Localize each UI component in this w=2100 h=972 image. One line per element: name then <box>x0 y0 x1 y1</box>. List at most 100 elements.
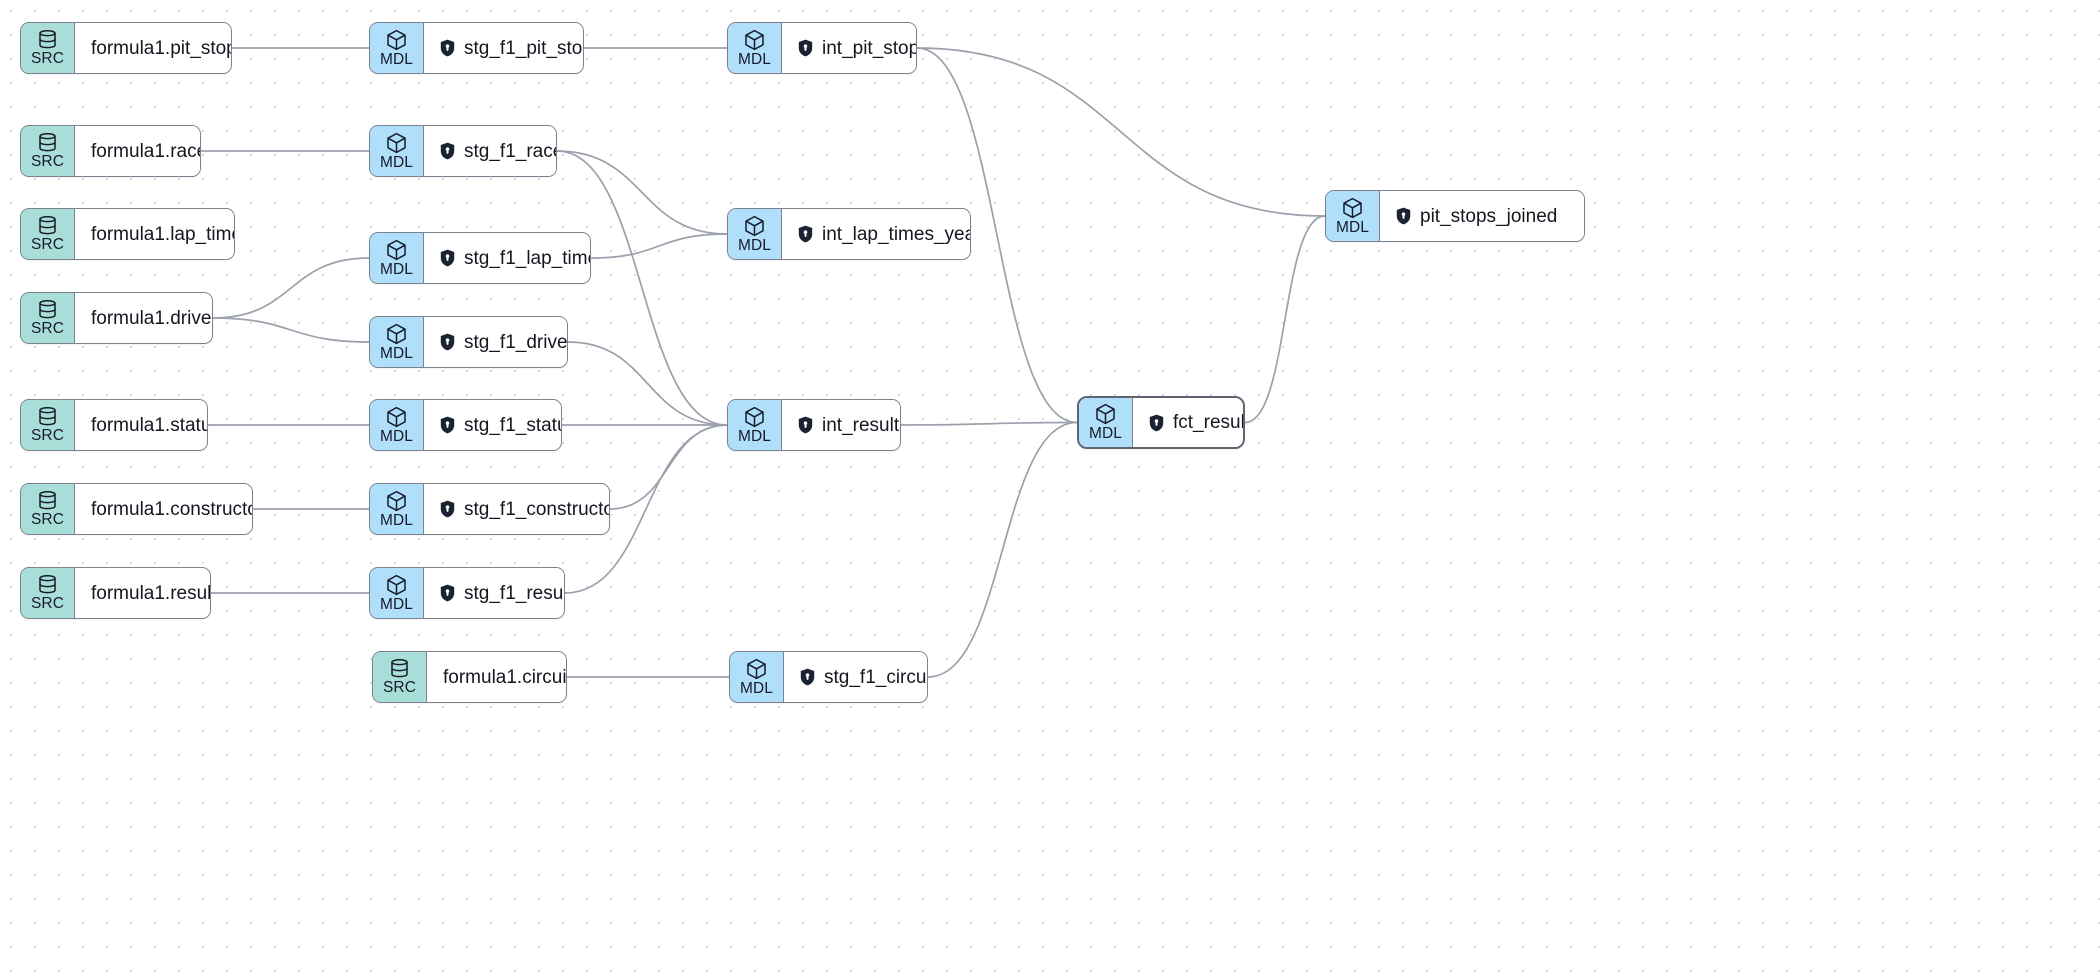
cube-icon <box>1096 404 1115 425</box>
cube-icon <box>387 406 406 427</box>
node-label: formula1.races <box>91 140 200 162</box>
graph-edge-stg_circuits-to-fct_results <box>927 421 1078 678</box>
node-body: stg_f1_lap_times <box>424 233 590 283</box>
node-type-badge-mdl: MDL <box>370 568 424 618</box>
node-type-badge-label: MDL <box>739 679 774 697</box>
cube-icon <box>745 215 764 236</box>
graph-node-fct_results[interactable]: MDL fct_results <box>1077 396 1245 449</box>
shield-lock-icon <box>1149 414 1164 431</box>
node-body: fct_results <box>1133 398 1245 447</box>
node-type-badge-label: MDL <box>379 260 414 278</box>
node-body: formula1.drivers <box>75 293 212 343</box>
graph-node-src_results[interactable]: SRC formula1.results <box>20 567 211 619</box>
node-body: stg_f1_circuits <box>784 652 927 702</box>
node-type-badge-label: MDL <box>737 50 772 68</box>
graph-node-int_results[interactable]: MDL int_results <box>727 399 901 451</box>
node-type-badge-mdl: MDL <box>728 209 782 259</box>
graph-node-stg_races[interactable]: MDL stg_f1_races <box>369 125 557 177</box>
graph-node-src_drivers[interactable]: SRC formula1.drivers <box>20 292 213 344</box>
node-type-badge-label: MDL <box>737 427 772 445</box>
node-label: stg_f1_races <box>464 140 556 162</box>
node-label: stg_f1_results <box>464 582 564 604</box>
database-icon <box>391 659 408 678</box>
node-type-badge-src: SRC <box>21 293 75 343</box>
node-type-badge-src: SRC <box>21 484 75 534</box>
node-body: stg_f1_races <box>424 126 556 176</box>
graph-edge-stg_races-to-int_results <box>556 150 728 426</box>
cube-icon <box>387 29 406 50</box>
graph-edge-stg_constructors-to-int_results <box>609 424 728 510</box>
graph-node-stg_lap_times[interactable]: MDL stg_f1_lap_times <box>369 232 591 284</box>
database-icon <box>39 30 56 49</box>
node-type-badge-label: MDL <box>379 511 414 529</box>
node-label: formula1.pit_stops <box>91 37 232 59</box>
node-body: stg_f1_constructors <box>424 484 609 534</box>
node-label: formula1.lap_times <box>91 223 234 245</box>
node-label: fct_results <box>1173 412 1245 433</box>
node-type-badge-mdl: MDL <box>728 400 782 450</box>
node-body: formula1.status <box>75 400 207 450</box>
node-type-badge-mdl: MDL <box>370 317 424 367</box>
node-type-badge-label: MDL <box>1088 425 1123 443</box>
node-body: formula1.lap_times <box>75 209 234 259</box>
shield-lock-icon <box>798 39 813 57</box>
cube-icon <box>387 239 406 260</box>
node-body: int_results <box>782 400 901 450</box>
node-type-badge-mdl: MDL <box>370 484 424 534</box>
node-type-badge-src: SRC <box>21 568 75 618</box>
shield-lock-icon <box>1396 207 1411 225</box>
node-label: int_results <box>822 414 901 436</box>
cube-icon <box>387 323 406 344</box>
graph-node-stg_results[interactable]: MDL stg_f1_results <box>369 567 565 619</box>
graph-node-src_pit_stops[interactable]: SRC formula1.pit_stops <box>20 22 232 74</box>
shield-lock-icon <box>440 333 455 351</box>
node-type-badge-mdl: MDL <box>728 23 782 73</box>
graph-edge-stg_drivers-to-int_results <box>567 341 728 426</box>
cube-icon <box>1343 197 1362 218</box>
node-label: formula1.results <box>91 582 211 604</box>
database-icon <box>39 407 56 426</box>
graph-node-stg_circuits[interactable]: MDL stg_f1_circuits <box>729 651 928 703</box>
graph-edge-stg_lap_times-to-int_lap_times_years <box>590 233 728 259</box>
node-body: stg_f1_drivers <box>424 317 567 367</box>
database-icon <box>39 133 56 152</box>
graph-edge-stg_races-to-int_lap_times_years <box>556 150 728 235</box>
node-type-badge-mdl: MDL <box>370 233 424 283</box>
cube-icon <box>387 490 406 511</box>
node-label: int_lap_times_years <box>822 223 970 245</box>
node-type-badge-label: SRC <box>30 427 65 445</box>
graph-node-src_status[interactable]: SRC formula1.status <box>20 399 208 451</box>
cube-icon <box>387 132 406 153</box>
node-type-badge-label: SRC <box>382 679 417 697</box>
node-type-badge-mdl: MDL <box>370 400 424 450</box>
node-type-badge-src: SRC <box>21 23 75 73</box>
node-type-badge-mdl: MDL <box>370 23 424 73</box>
node-type-badge-label: SRC <box>30 50 65 68</box>
node-type-badge-label: SRC <box>30 320 65 338</box>
node-type-badge-src: SRC <box>21 400 75 450</box>
graph-node-stg_constructors[interactable]: MDL stg_f1_constructors <box>369 483 610 535</box>
graph-node-int_lap_times_years[interactable]: MDL int_lap_times_years <box>727 208 971 260</box>
database-icon <box>39 300 56 319</box>
node-body: stg_f1_pit_stops <box>424 23 583 73</box>
node-type-badge-label: MDL <box>379 595 414 613</box>
node-body: stg_f1_status <box>424 400 561 450</box>
node-label: stg_f1_lap_times <box>464 247 590 269</box>
shield-lock-icon <box>798 225 813 243</box>
node-body: pit_stops_joined <box>1380 191 1584 241</box>
node-type-badge-mdl: MDL <box>370 126 424 176</box>
graph-edge-src_drivers-to-stg_lap_times <box>212 257 370 319</box>
node-type-badge-mdl: MDL <box>1326 191 1380 241</box>
graph-edge-int_results-to-fct_results <box>900 421 1078 426</box>
